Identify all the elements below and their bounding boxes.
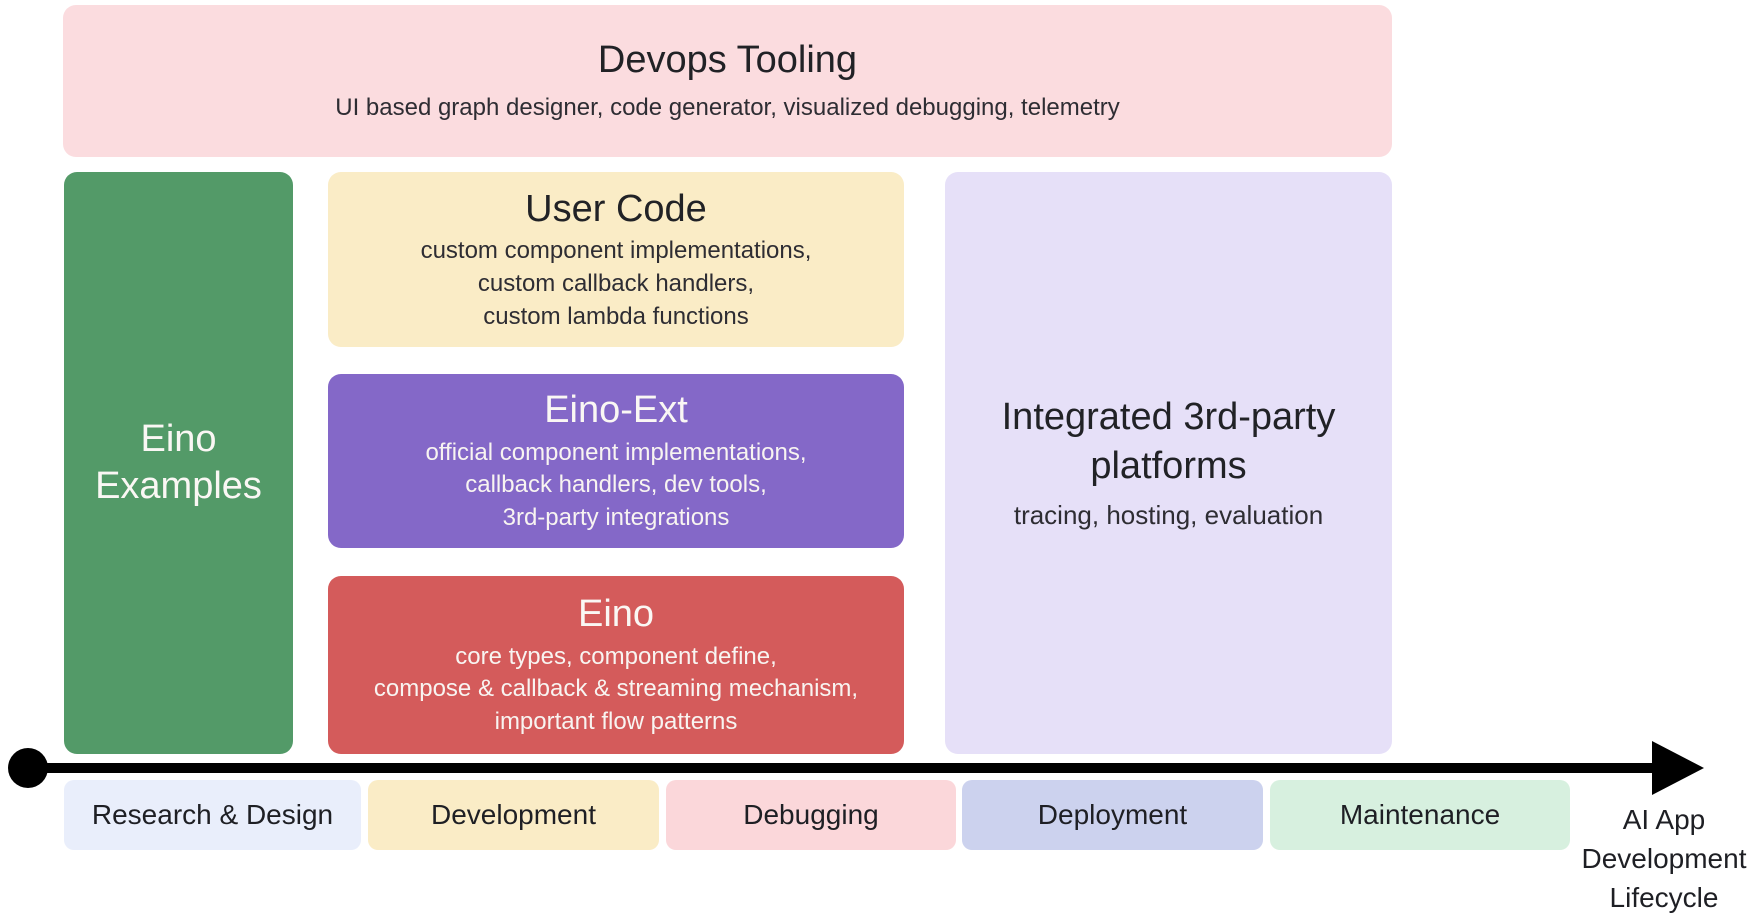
stage-debugging: Debugging: [666, 780, 956, 850]
devops-tooling-box: Devops Tooling UI based graph designer, …: [63, 5, 1392, 157]
stage-label: Debugging: [743, 799, 879, 830]
stage-development: Development: [368, 780, 659, 850]
eino-ext-title: Eino-Ext: [544, 389, 688, 432]
integrated-platforms-title: Integrated 3rd-party platforms: [1001, 395, 1336, 488]
eino-box: Eino core types, component define, compo…: [328, 576, 904, 754]
eino-ext-box: Eino-Ext official component implementati…: [328, 374, 904, 548]
eino-ext-line: callback handlers, dev tools,: [465, 471, 767, 499]
eino-examples-box: Eino Examples: [64, 172, 293, 754]
user-code-box: User Code custom component implementatio…: [328, 172, 904, 347]
stage-deployment: Deployment: [962, 780, 1263, 850]
user-code-title: User Code: [525, 187, 707, 230]
eino-ext-line: 3rd-party integrations: [502, 504, 730, 532]
eino-line: important flow patterns: [494, 708, 738, 736]
timeline-arrowhead-icon: [1652, 741, 1704, 795]
stage-label: Deployment: [1037, 799, 1188, 830]
stage-maintenance: Maintenance: [1270, 780, 1570, 850]
eino-line: compose & callback & streaming mechanism…: [373, 675, 859, 703]
eino-line: core types, component define,: [455, 642, 777, 670]
integrated-platforms-subtitle: tracing, hosting, evaluation: [1013, 499, 1324, 530]
user-code-line: custom lambda functions: [483, 302, 749, 330]
user-code-line: custom callback handlers,: [477, 269, 755, 297]
stage-label: Maintenance: [1339, 799, 1501, 830]
devops-tooling-subtitle: UI based graph designer, code generator,…: [335, 94, 1120, 122]
eino-ext-line: official component implementations,: [425, 438, 807, 466]
integrated-platforms-box: Integrated 3rd-party platforms tracing, …: [945, 172, 1392, 754]
stage-label: Research & Design: [91, 799, 334, 830]
user-code-line: custom component implementations,: [420, 237, 812, 265]
timeline-axis-label: AI App Development Lifecycle: [1581, 804, 1747, 914]
devops-tooling-title: Devops Tooling: [597, 38, 858, 81]
eino-title: Eino: [577, 593, 655, 636]
eino-examples-title: Eino Examples: [95, 417, 262, 508]
timeline-axis-line: [28, 763, 1656, 773]
stage-label: Development: [431, 799, 596, 830]
stage-research-design: Research & Design: [64, 780, 361, 850]
